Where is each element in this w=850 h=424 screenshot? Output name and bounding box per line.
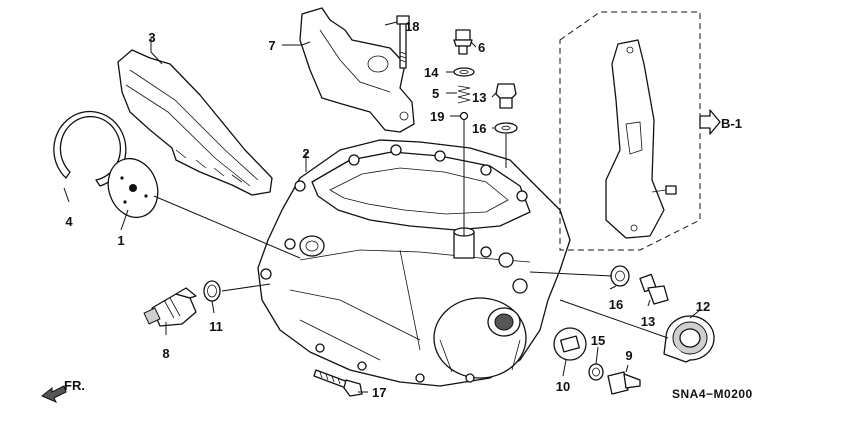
part-1-oil-guide-plate (107, 157, 159, 219)
part-11-o-ring (203, 280, 221, 302)
b1-reference-group (559, 11, 701, 251)
part-7-transmission-bracket (299, 7, 415, 133)
callout-19: 19 (430, 109, 444, 124)
part-5-spring (457, 85, 471, 104)
part-8-backup-light-switch (143, 287, 197, 327)
callout-13-lower: 13 (641, 314, 655, 329)
callout-14: 14 (424, 65, 439, 80)
part-16-washer-upper (494, 122, 518, 134)
leader-lines (63, 21, 701, 393)
callout-4: 4 (65, 214, 73, 229)
b1-reference-label: B-1 (721, 116, 742, 131)
part-16-washer-lower (610, 265, 630, 287)
part-4-snap-ring (53, 110, 127, 187)
part-6-bolt (453, 29, 473, 55)
part-14-washer (453, 67, 475, 77)
part-18-bolt (396, 15, 410, 69)
part-9-plug-bolt (607, 371, 641, 395)
part-19-ball (459, 111, 469, 121)
callout-9: 9 (625, 348, 632, 363)
part-13-plug-lower (639, 273, 669, 305)
callout-7: 7 (268, 38, 275, 53)
callout-2: 2 (302, 146, 309, 161)
callout-13-upper: 13 (472, 90, 486, 105)
callout-16-upper: 16 (472, 121, 486, 136)
callout-15: 15 (591, 333, 605, 348)
callout-3: 3 (148, 30, 155, 45)
callout-8: 8 (162, 346, 169, 361)
callout-6: 6 (478, 40, 485, 55)
callout-17: 17 (372, 385, 386, 400)
b1-reference-arrow[interactable]: B-1 (699, 109, 742, 135)
callout-12: 12 (696, 299, 710, 314)
part-17-flange-bolt (313, 369, 363, 397)
part-2-transmission-case (257, 139, 571, 387)
part-13-plug-upper (495, 83, 517, 109)
part-15-washer (588, 363, 604, 381)
front-label: FR. (64, 378, 85, 393)
part-3-cover-bracket (117, 49, 273, 196)
callout-16-lower: 16 (609, 297, 623, 312)
callout-5: 5 (432, 86, 439, 101)
part-10-oil-seal (553, 327, 587, 361)
callout-10: 10 (556, 379, 570, 394)
callout-18: 18 (405, 19, 419, 34)
part-12-oil-seal (663, 315, 715, 363)
callout-11: 11 (209, 319, 223, 334)
callout-1: 1 (117, 233, 124, 248)
diagram-code: SNA4−M0200 (672, 387, 753, 401)
front-direction-indicator: FR. (41, 378, 85, 403)
callout-labels: 3 4 1 7 2 18 6 14 5 19 13 16 8 11 17 16 … (65, 19, 710, 400)
